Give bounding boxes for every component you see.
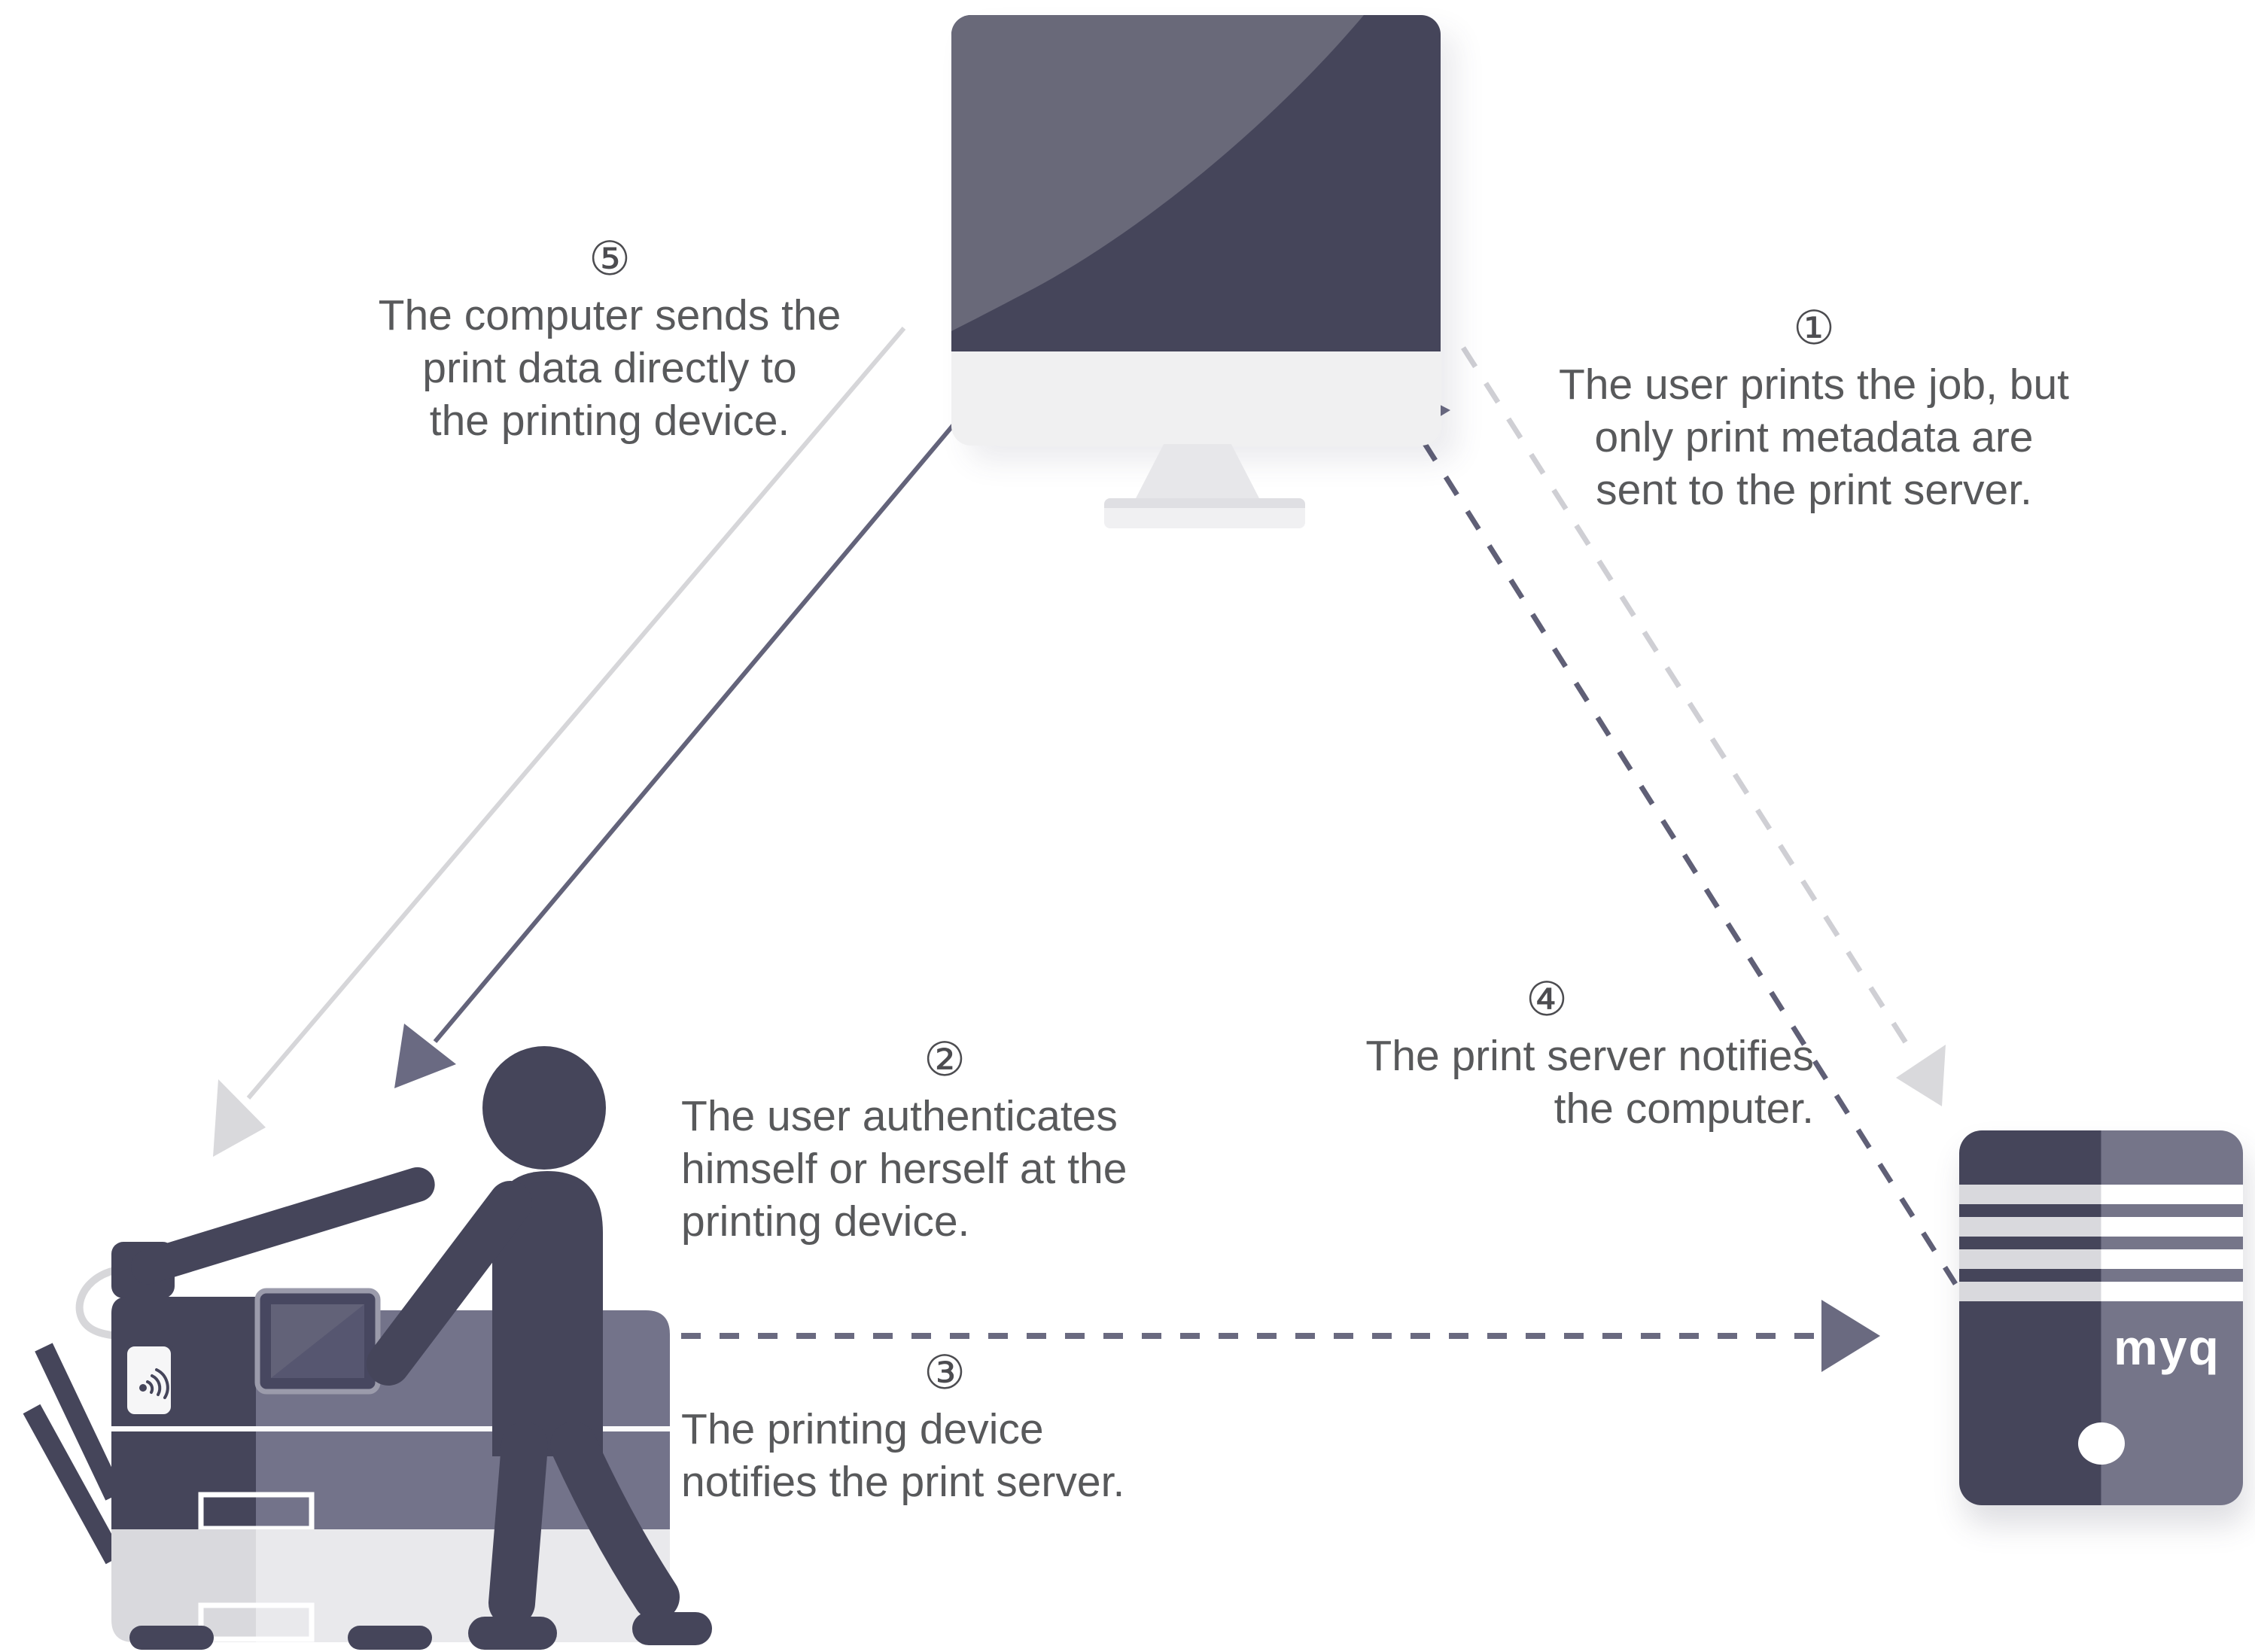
arrowhead-dark-right-icon	[1821, 1300, 1880, 1372]
step-1-text-line: only print metadata are	[1594, 413, 2034, 461]
step-1-text-line: sent to the print server.	[1596, 466, 2032, 514]
user-back-leg	[550, 1422, 680, 1620]
step-4-number: ④	[1526, 972, 1568, 1027]
printer-adf-lid-arm	[130, 1167, 435, 1285]
step-5-number: ⑤	[589, 231, 631, 286]
server-vent-stripe	[1959, 1282, 2243, 1301]
step-5-text-line: print data directly to	[422, 344, 797, 392]
server-vent-stripe	[1959, 1249, 2243, 1269]
step-2-text-line: himself or herself at the	[681, 1145, 1128, 1193]
step-5-text-line: the printing device.	[429, 397, 790, 445]
server-vent-stripe	[1959, 1185, 2243, 1204]
user-illustration	[367, 1046, 712, 1650]
step-1-number: ①	[1793, 300, 1835, 355]
user-head	[482, 1046, 606, 1170]
printer-drawer-left	[111, 1431, 256, 1529]
printer-tray-handle	[198, 1602, 315, 1642]
printer-tray-right	[256, 1529, 670, 1642]
step-2-text-line: printing device.	[681, 1197, 970, 1246]
step-3-label: ③ The printing device notifies the print…	[681, 1346, 1208, 1508]
printer-body-seam	[111, 1426, 670, 1431]
step-3-text-line: The printing device	[681, 1405, 1044, 1453]
server-vent-stripe	[1959, 1217, 2243, 1237]
step-4-text-line: the computer.	[1554, 1085, 1814, 1133]
step-3-number: ③	[924, 1345, 966, 1400]
printer-tray-left	[111, 1529, 256, 1642]
printer-drawer-handle	[198, 1492, 315, 1532]
step-1-label: ① The user prints the job, but only prin…	[1513, 301, 2115, 516]
user-arm	[367, 1181, 532, 1386]
printer-output-tray-bar	[35, 1343, 123, 1501]
step-2-number: ②	[924, 1032, 966, 1087]
user-front-foot	[468, 1617, 557, 1650]
computer-illustration	[951, 15, 1441, 446]
print-server-illustration: myq	[1959, 1130, 2243, 1505]
contactless-arcs-icon	[139, 1368, 169, 1399]
server-notify-computer-dashed-line	[1398, 383, 1958, 1285]
user-front-leg	[488, 1422, 548, 1626]
monitor-stand-base-lip	[1104, 498, 1305, 508]
step-3-text-line: notifies the print server.	[681, 1458, 1125, 1506]
printer-foot	[348, 1626, 432, 1650]
step-1-text-line: The user prints the job, but	[1558, 361, 2070, 409]
printer-output-tray-bar	[23, 1404, 123, 1565]
step-2-label: ② The user authenticates himself or hers…	[681, 1033, 1208, 1248]
print-data-line-light	[213, 327, 906, 1157]
computer-screen	[951, 15, 1441, 351]
arrowhead-light-left-icon	[1896, 1045, 1946, 1106]
step-4-label: ④ The print server notifies the computer…	[1280, 972, 1814, 1135]
step-4-text-line: The print server notifies	[1365, 1032, 1814, 1080]
server-power-button	[2078, 1422, 2125, 1465]
step-5-label: ⑤ The computer sends the print data dire…	[301, 232, 918, 447]
metadata-dashed-line	[1461, 346, 1946, 1106]
printer-foot	[129, 1626, 214, 1650]
card-reader	[123, 1342, 175, 1419]
arrowhead-light-down-left-icon	[213, 1079, 266, 1157]
monitor-stand-base	[1104, 498, 1305, 528]
device-notify-server-dashed-line	[681, 1300, 1880, 1372]
step-5-text-line: The computer sends the	[378, 291, 841, 339]
step-2-text-line: The user authenticates	[681, 1092, 1118, 1140]
user-torso	[492, 1171, 603, 1456]
myq-logo: myq	[2113, 1319, 2220, 1375]
computer-screen-shine	[951, 15, 1364, 331]
printer-panel-shine	[271, 1304, 364, 1378]
user-back-foot	[632, 1612, 712, 1645]
arrowhead-dark-down-left-icon	[394, 1024, 456, 1088]
print-data-line-dark	[394, 418, 960, 1088]
